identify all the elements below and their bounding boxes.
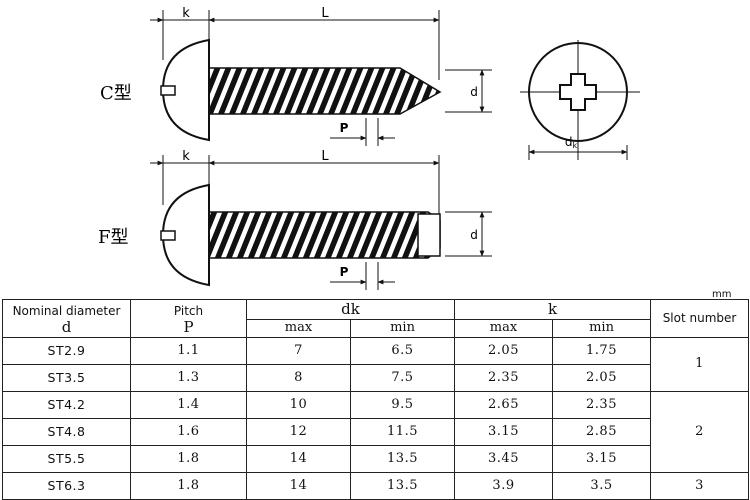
table-row: ST5.5 1.8 14 13.5 3.45 3.15	[2, 445, 749, 473]
cell-p: 1.4	[130, 391, 247, 419]
cell-p: 1.3	[130, 364, 247, 392]
header-dk-min: min	[349, 319, 456, 338]
cell-d: ST6.3	[2, 472, 131, 500]
cell-dk-min: 7.5	[349, 364, 456, 392]
cell-dk-max: 14	[246, 472, 351, 500]
f-dim-L-label: L	[321, 149, 329, 164]
header-nominal-symbol: d	[61, 318, 72, 337]
cell-p: 1.8	[130, 472, 247, 500]
cell-d: ST2.9	[2, 337, 131, 365]
cell-k-max: 2.05	[454, 337, 554, 365]
header-dk: dk	[245, 298, 456, 321]
header-dk-max: max	[246, 319, 351, 338]
cell-dk-min: 6.5	[349, 337, 456, 365]
c-dim-P-label: P	[340, 121, 349, 135]
table-row: ST6.3 1.8 14 13.5 3.9 3.5 3	[2, 472, 750, 500]
cell-slot-number: 1	[650, 337, 750, 392]
screw-drawing-svg: k L d P C型 dk	[98, 6, 640, 290]
dim-dk-main: d	[565, 135, 573, 149]
header-pitch: Pitch P	[130, 299, 247, 338]
dim-dk-label: dk	[565, 135, 578, 150]
c-dim-k-label: k	[182, 6, 190, 21]
cell-dk-max: 7	[246, 337, 351, 365]
cell-dk-min: 9.5	[349, 391, 456, 419]
cell-dk-max: 8	[246, 364, 351, 392]
unit-label: mm	[712, 289, 732, 300]
f-dim-P-label: P	[340, 265, 349, 279]
f-type-screw: k L d P F型	[98, 149, 492, 290]
cell-d: ST5.5	[2, 445, 131, 473]
header-slot-number: Slot number	[650, 299, 750, 338]
table-header-row: Nominal diameter d Pitch P dk k Slot num…	[2, 298, 750, 338]
c-type-screw: k L d P C型	[100, 6, 492, 146]
header-nominal-diameter: Nominal diameter d	[2, 299, 131, 338]
cell-k-min: 1.75	[552, 337, 652, 365]
cell-k-min: 2.35	[552, 391, 652, 419]
cell-p: 1.6	[130, 418, 247, 446]
technical-drawing: k L d P C型 dk	[98, 6, 640, 290]
cell-dk-min: 13.5	[349, 472, 456, 500]
cell-dk-max: 14	[246, 445, 351, 473]
cell-k-min: 2.05	[552, 364, 652, 392]
header-k: k	[454, 298, 652, 321]
c-type-label: C型	[100, 83, 132, 104]
cell-k-min: 3.5	[552, 472, 652, 500]
table-row: ST4.2 1.4 10 9.5 2.65 2.35 2	[2, 391, 750, 473]
cell-d: ST3.5	[2, 364, 131, 392]
cell-k-min: 2.85	[552, 418, 652, 446]
f-dim-k-label: k	[182, 149, 190, 164]
table-row: ST4.8 1.6 12 11.5 3.15 2.85	[2, 418, 749, 446]
c-dim-L-label: L	[321, 6, 329, 21]
cell-dk-min: 11.5	[349, 418, 456, 446]
cell-k-max: 3.15	[454, 418, 554, 446]
cell-slot-number: 2	[650, 391, 750, 473]
c-dim-d-label: d	[470, 85, 478, 99]
f-dim-d-label: d	[470, 228, 478, 242]
cell-d: ST4.8	[2, 418, 131, 446]
cell-k-max: 2.35	[454, 364, 554, 392]
header-k-max: max	[454, 319, 554, 338]
cell-p: 1.1	[130, 337, 247, 365]
table-row: ST3.5 1.3 8 7.5 2.35 2.05	[2, 364, 749, 392]
cell-k-min: 3.15	[552, 445, 652, 473]
cell-k-max: 3.45	[454, 445, 554, 473]
cell-dk-min: 13.5	[349, 445, 456, 473]
dim-dk-sub: k	[572, 141, 577, 150]
header-pitch-symbol: P	[183, 318, 194, 337]
header-nominal-text: Nominal diameter	[12, 304, 121, 319]
header-pitch-text: Pitch	[173, 304, 204, 319]
table-row: ST2.9 1.1 7 6.5 2.05 1.75 1	[2, 337, 750, 392]
spec-table: Nominal diameter d Pitch P dk k Slot num…	[2, 298, 750, 500]
cell-k-max: 3.9	[454, 472, 554, 500]
f-type-label: F型	[98, 227, 129, 248]
cell-p: 1.8	[130, 445, 247, 473]
cell-k-max: 2.65	[454, 391, 554, 419]
head-top-view: dk	[520, 40, 640, 160]
cell-dk-max: 10	[246, 391, 351, 419]
cell-d: ST4.2	[2, 391, 131, 419]
cell-slot-number: 3	[650, 472, 750, 500]
cell-dk-max: 12	[246, 418, 351, 446]
header-k-min: min	[552, 319, 652, 338]
